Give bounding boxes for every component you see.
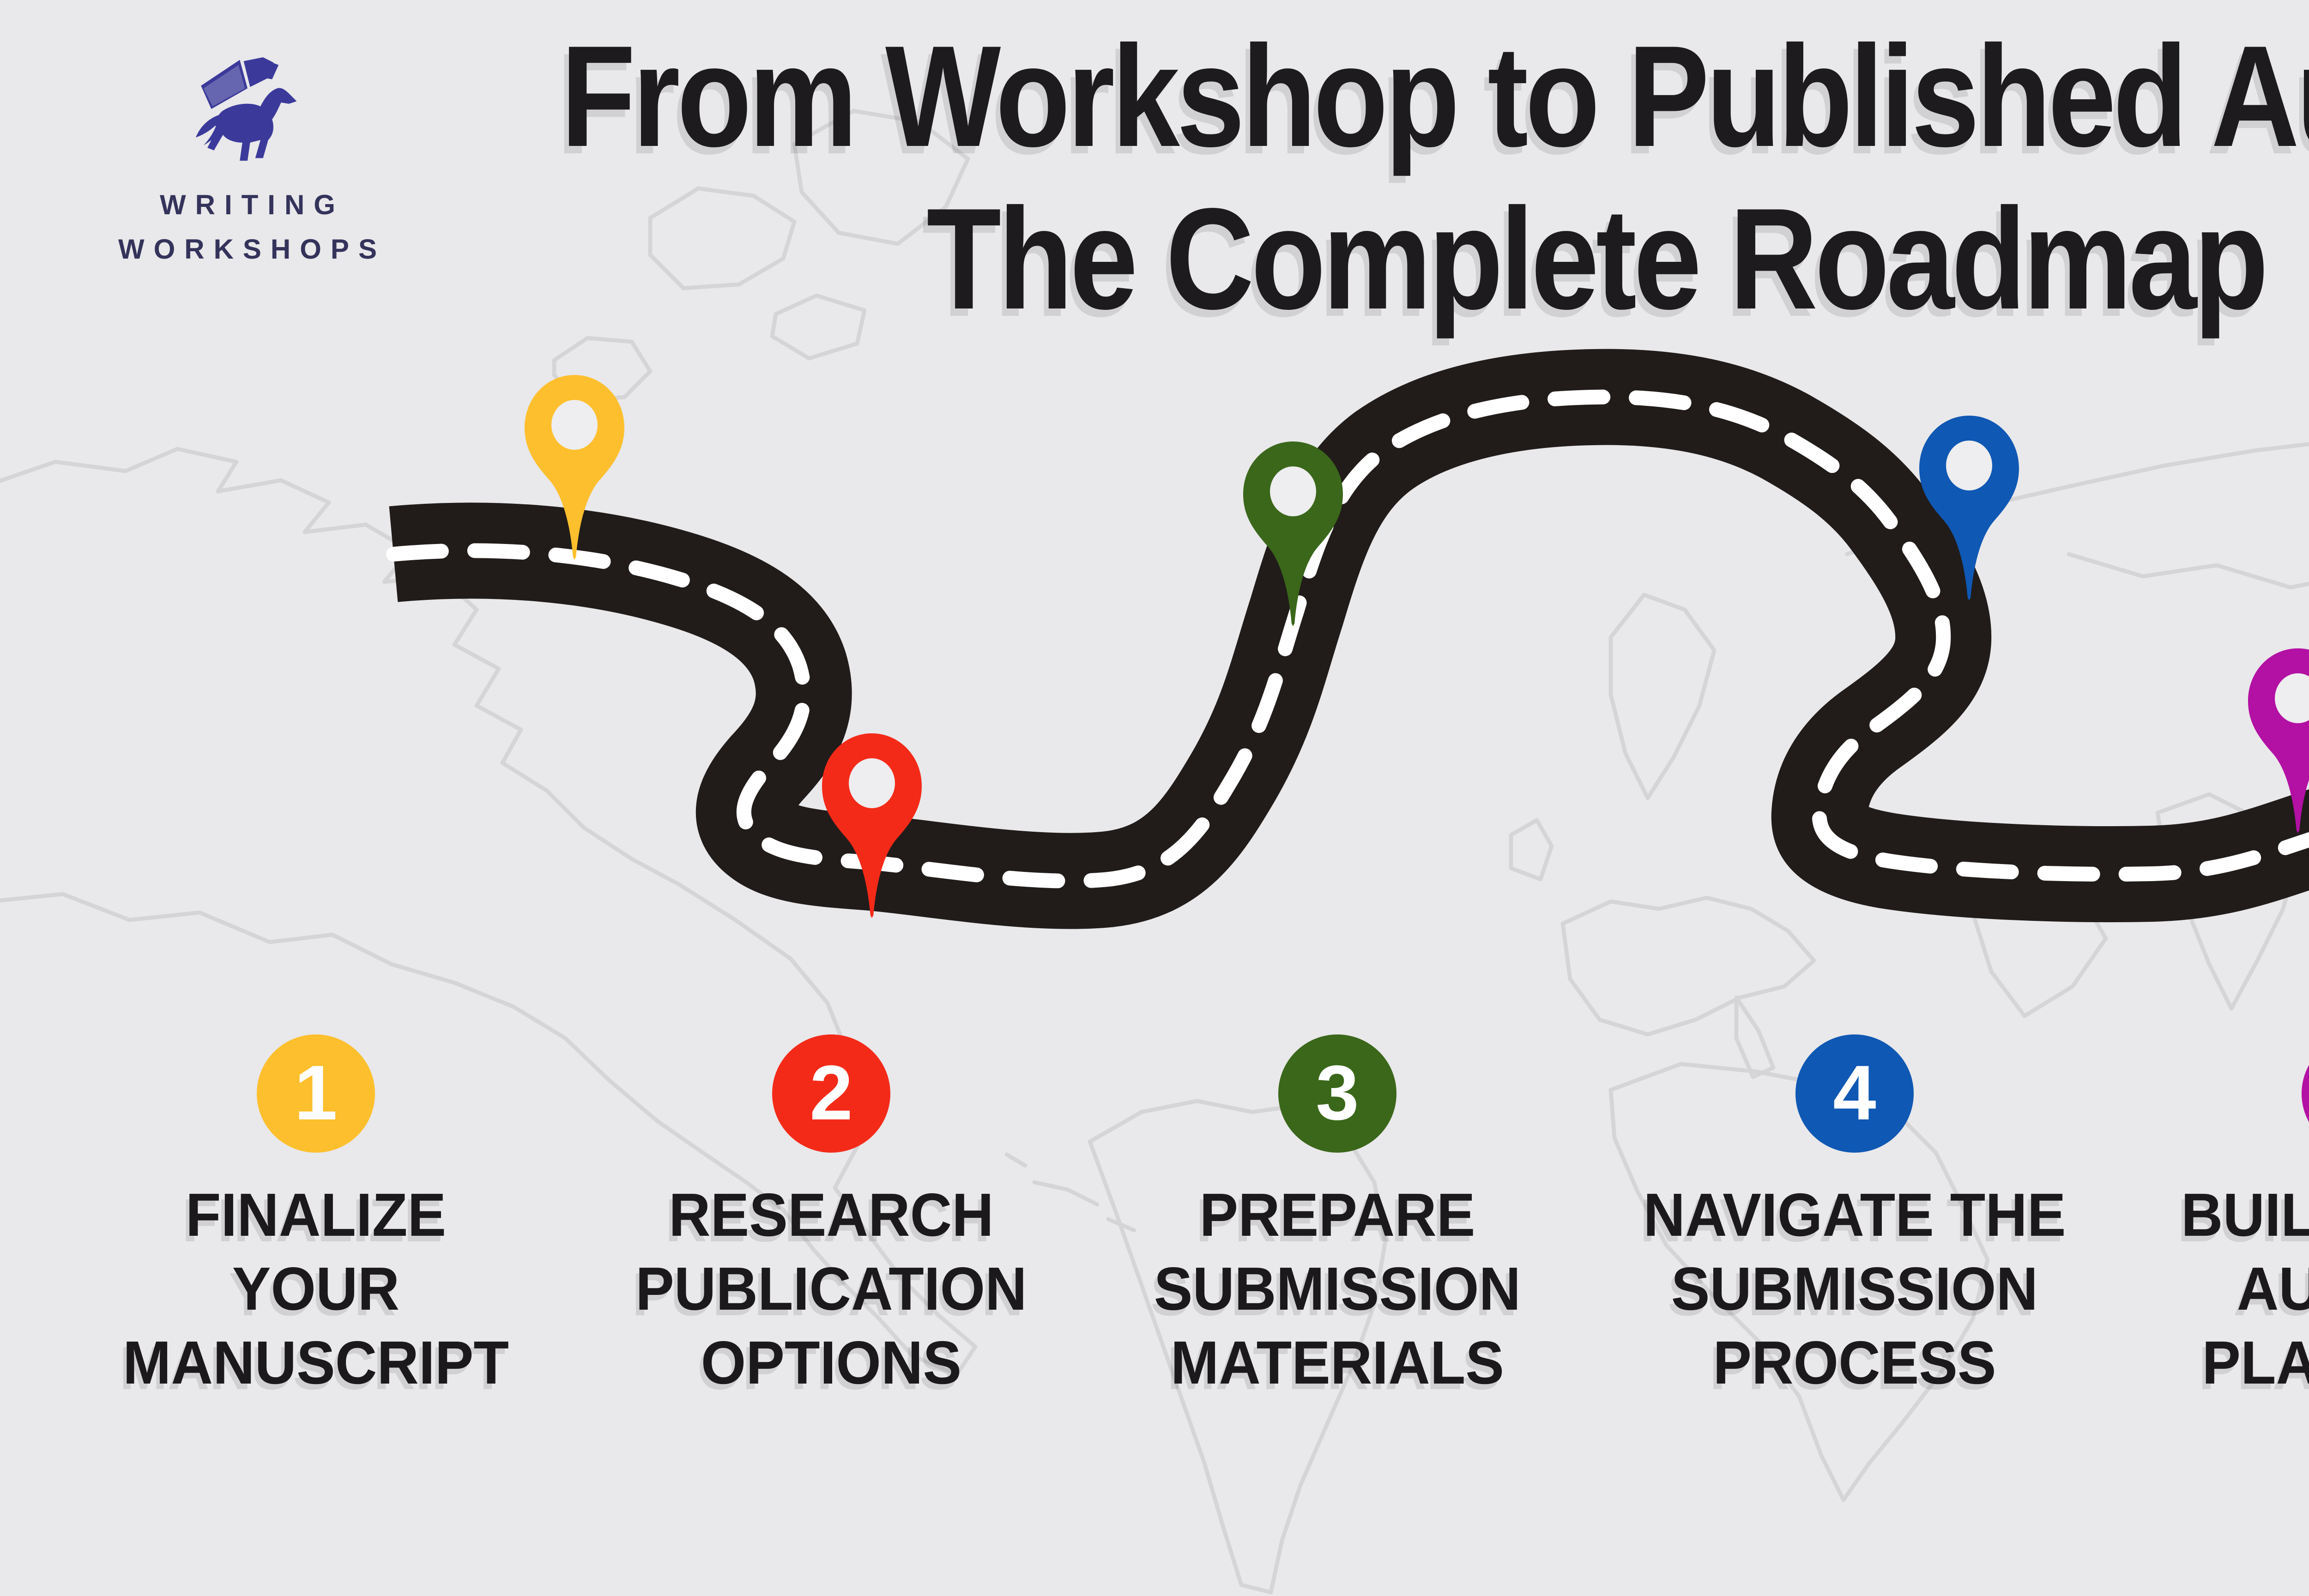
step-1-label-line: YOUR — [232, 1254, 400, 1323]
page-title-line-1: From Workshop to Published Author: — [561, 15, 2309, 177]
step-3: 3 PREPARE SUBMISSION MATERIALS — [1079, 1034, 1596, 1400]
step-4-label-line: NAVIGATE THE — [1643, 1180, 2066, 1249]
location-pin-5 — [2241, 645, 2309, 837]
map-pin-icon — [1243, 441, 1343, 626]
step-2-label-line: PUBLICATION — [635, 1254, 1027, 1323]
step-3-label: PREPARE SUBMISSION MATERIALS — [1079, 1179, 1596, 1400]
step-5-label-line: PLATFORM — [2202, 1328, 2309, 1396]
brand-name-line-1: WRITING — [160, 190, 345, 222]
step-5-number-badge: 5 — [2302, 1034, 2309, 1153]
map-pin-icon — [2248, 648, 2309, 833]
step-2: 2 RESEARCH PUBLICATION OPTIONS — [573, 1034, 1090, 1400]
step-4-label: NAVIGATE THE SUBMISSION PROCESS — [1596, 1179, 2113, 1400]
step-3-label-line: MATERIALS — [1170, 1328, 1505, 1396]
step-2-number-badge: 2 — [772, 1034, 890, 1153]
step-2-number: 2 — [810, 1049, 853, 1136]
step-5: 5 BUILD YOUR AUTHOR PLATFORM — [2102, 1034, 2309, 1400]
step-5-label: BUILD YOUR AUTHOR PLATFORM — [2102, 1179, 2309, 1400]
step-3-label-line: PREPARE — [1199, 1180, 1475, 1249]
step-4-number: 4 — [1833, 1049, 1876, 1136]
step-3-number: 3 — [1316, 1049, 1359, 1136]
step-5-label-line: BUILD YOUR — [2181, 1180, 2309, 1249]
step-3-number-badge: 3 — [1278, 1034, 1396, 1153]
step-1-number-badge: 1 — [257, 1034, 375, 1153]
location-pin-1 — [517, 371, 632, 563]
map-pin-icon — [822, 733, 922, 918]
map-pin-icon — [1919, 416, 2019, 600]
pegasus-book-icon — [196, 57, 297, 161]
map-pin-icon — [525, 375, 624, 560]
location-pin-4 — [1912, 412, 2026, 604]
step-2-label-line: RESEARCH — [669, 1180, 994, 1249]
road-center-dashes — [386, 389, 2309, 889]
page-title: From Workshop to Published Author: The C… — [0, 15, 2309, 340]
step-1: 1 FINALIZE YOUR MANUSCRIPT — [57, 1034, 574, 1400]
roadmap-road — [386, 349, 2309, 929]
step-1-label: FINALIZE YOUR MANUSCRIPT — [57, 1179, 574, 1400]
step-2-label: RESEARCH PUBLICATION OPTIONS — [573, 1179, 1090, 1400]
step-3-label-line: SUBMISSION — [1154, 1254, 1521, 1323]
brand-name-line-2: WORKSHOPS — [118, 235, 386, 266]
step-4: 4 NAVIGATE THE SUBMISSION PROCESS — [1596, 1034, 2113, 1400]
step-2-label-line: OPTIONS — [701, 1328, 962, 1396]
step-1-label-line: FINALIZE — [185, 1180, 447, 1249]
location-pin-3 — [1236, 438, 1350, 630]
page-title-line-2: The Complete Roadmap — [926, 177, 2268, 340]
brand-logo: WRITING WORKSHOPS — [107, 44, 388, 273]
step-4-number-badge: 4 — [1795, 1034, 1914, 1153]
step-4-label-line: SUBMISSION — [1671, 1254, 2038, 1323]
location-pin-2 — [815, 730, 929, 922]
step-1-label-line: MANUSCRIPT — [123, 1328, 509, 1396]
step-5-label-line: AUTHOR — [2236, 1254, 2309, 1323]
step-1-number: 1 — [294, 1049, 338, 1136]
step-4-label-line: PROCESS — [1713, 1328, 1996, 1396]
